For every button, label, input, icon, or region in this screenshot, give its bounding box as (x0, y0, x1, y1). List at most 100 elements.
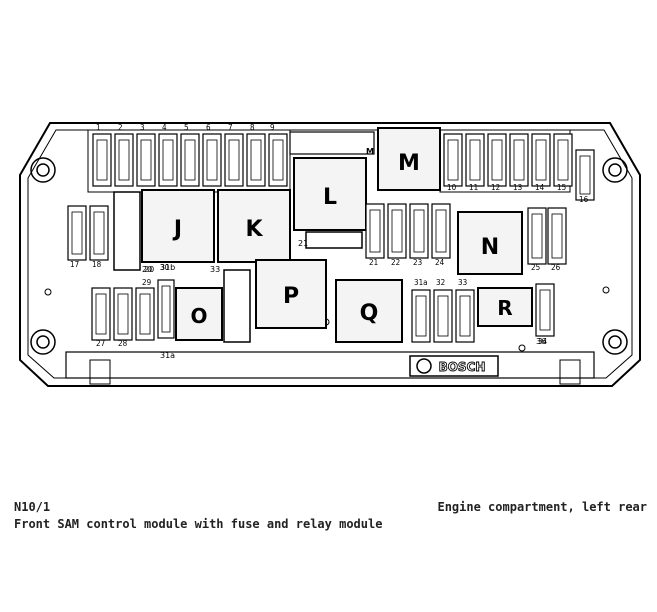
screw-hole (602, 286, 610, 294)
fuse-7 (224, 133, 244, 187)
fuse-number: 2 (118, 123, 123, 132)
fuse-34 (535, 283, 555, 337)
bottom-tab-left (89, 359, 111, 385)
fuse-15 (553, 133, 573, 187)
fuse-number: 8 (250, 123, 255, 132)
fuse-number: 33 (210, 265, 220, 274)
fuse-9 (268, 133, 288, 187)
caption-location: Engine compartment, left rear (437, 500, 647, 514)
brand-text: BOSCH (439, 360, 486, 374)
relay-M: M (377, 127, 441, 191)
fuse-number: 15 (557, 183, 566, 192)
fuse-33 (455, 289, 475, 343)
mounting-bolt-tr (602, 157, 628, 183)
fuse-number: 7 (228, 123, 233, 132)
fuse-17 (67, 205, 87, 261)
caption-description: Front SAM control module with fuse and r… (14, 517, 383, 531)
fuse-number: 24 (435, 258, 445, 267)
fuse-20-block (113, 191, 141, 271)
fuse-number: 32 (436, 278, 445, 287)
fuse-number: 33 (458, 278, 467, 287)
fuse-number: 31a (160, 351, 175, 360)
fuse-number: 31b (160, 263, 175, 272)
fuse-4 (158, 133, 178, 187)
mounting-bolt-bl (30, 329, 56, 355)
fuse-number: 6 (206, 123, 211, 132)
fuse-number: 25 (531, 263, 540, 272)
fuse-number: 36 (536, 337, 546, 346)
fuse-number: 16 (579, 195, 589, 204)
fuse-32-block (223, 269, 251, 343)
fuse-number: 9 (270, 123, 275, 132)
housing-outline (19, 122, 641, 387)
mounting-bolt-tl (30, 157, 56, 183)
fuse-number: 21 (298, 239, 308, 248)
fuse-number: 14 (535, 183, 545, 192)
fuse-number: 27 (96, 339, 105, 348)
fuse-3 (136, 133, 156, 187)
relay-label: J (172, 217, 182, 242)
bottom-tab-right (559, 359, 581, 385)
brand-plate (409, 355, 499, 377)
relay-O: O (175, 287, 223, 341)
fuse-number: 23 (413, 258, 422, 267)
relay-J: J (141, 189, 215, 263)
fuse-group (67, 133, 595, 343)
fuse-25 (527, 207, 547, 265)
fuse-1 (92, 133, 112, 187)
relay-label: Q (360, 301, 379, 326)
fuse-16 (575, 149, 595, 201)
fuse-27 (91, 287, 111, 341)
fuse-number: 10 (447, 183, 457, 192)
fuse-number: 34 (538, 337, 548, 346)
fuse-14 (531, 133, 551, 187)
fuse-18 (89, 205, 109, 261)
fuse-number: 11 (469, 183, 478, 192)
fuse-number: 1 (96, 123, 101, 132)
brand-logo-icon (416, 358, 432, 374)
top-connector (289, 131, 375, 155)
fuse-32 (433, 289, 453, 343)
fuse-number: 30 (160, 263, 170, 272)
housing-inner (27, 129, 633, 379)
fuse-5 (180, 133, 200, 187)
fuse-28 (113, 287, 133, 341)
relay-L: L (293, 157, 367, 231)
relay-label: M (398, 151, 420, 176)
fuse-23 (409, 203, 429, 259)
fuse-22 (387, 203, 407, 259)
relay-R: R (477, 287, 533, 327)
fuse-12 (487, 133, 507, 187)
fuse-10 (443, 133, 463, 187)
relay-P: P (255, 259, 327, 329)
fuse-number: 12 (491, 183, 500, 192)
fuse-8 (246, 133, 266, 187)
fuse-number: 18 (92, 260, 102, 269)
fuse-21 (365, 203, 385, 259)
fuse-13 (509, 133, 529, 187)
fuse-number: 3 (140, 123, 145, 132)
fuse-number: 5 (184, 123, 189, 132)
fuse-number: 20 (142, 265, 152, 274)
relay-Q: Q (335, 279, 403, 343)
relay-label: R (497, 296, 512, 320)
screw-hole (44, 288, 52, 296)
relay-label: N (481, 235, 499, 260)
fuse-11 (465, 133, 485, 187)
fuse-26 (547, 207, 567, 265)
fuse-21-block (305, 231, 363, 249)
fuse-29 (135, 287, 155, 341)
fuse-2 (114, 133, 134, 187)
relay-N: N (457, 211, 523, 275)
relay-label: L (323, 185, 337, 210)
fuse-31a (411, 289, 431, 343)
fuse-number: 29 (142, 278, 152, 287)
mounting-bolt-br (602, 329, 628, 355)
fuse-number: 26 (551, 263, 561, 272)
relay-label: P (283, 284, 299, 309)
screw-hole (518, 344, 526, 352)
fuse-number: 20 (144, 265, 154, 274)
connector-label: M (366, 147, 374, 156)
